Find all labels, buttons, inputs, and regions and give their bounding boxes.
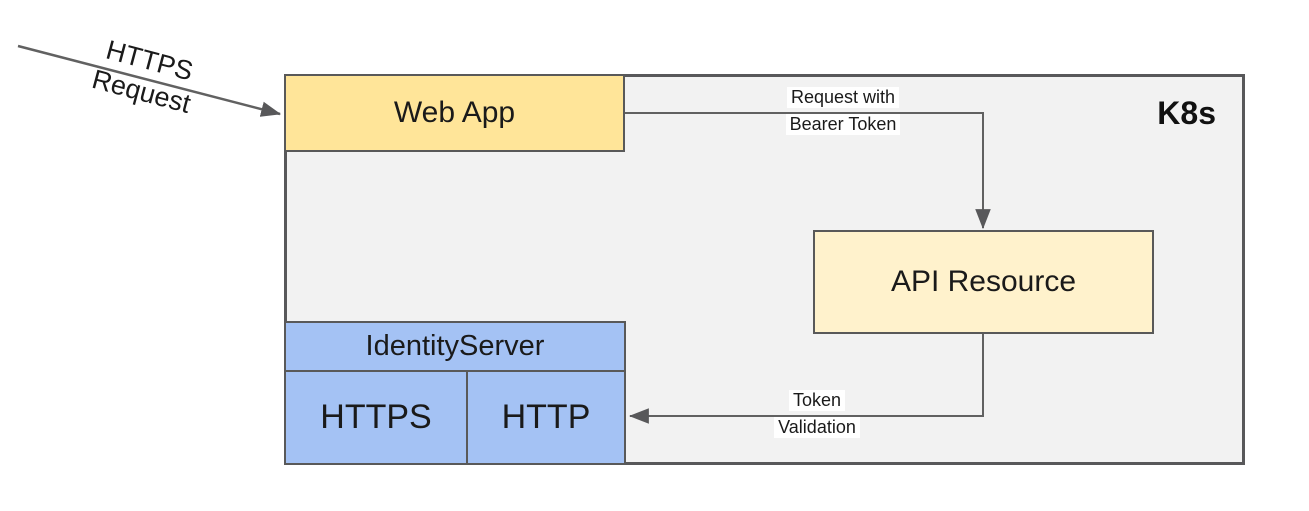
bearer-token-edge-label: Request with Bearer Token	[763, 87, 923, 135]
api-resource-node: API Resource	[813, 230, 1154, 334]
api-resource-label: API Resource	[890, 265, 1077, 298]
https-endpoint-cell: HTTPS	[286, 372, 468, 463]
web-app-label: Web App	[393, 96, 516, 129]
identity-server-header: IdentityServer	[286, 323, 624, 372]
web-app-node: Web App	[284, 74, 625, 152]
https-request-edge-label: HTTPS Request	[88, 34, 197, 119]
http-endpoint-label: HTTP	[501, 398, 591, 436]
identity-server-endpoints: HTTPS HTTP	[286, 372, 624, 463]
identity-server-node: IdentityServer HTTPS HTTP	[284, 321, 626, 465]
k8s-container-label: K8s	[1157, 95, 1216, 131]
http-endpoint-cell: HTTP	[468, 372, 624, 463]
https-endpoint-label: HTTPS	[320, 398, 432, 436]
identity-server-label: IdentityServer	[365, 330, 545, 362]
token-validation-edge-label: Token Validation	[737, 390, 897, 438]
